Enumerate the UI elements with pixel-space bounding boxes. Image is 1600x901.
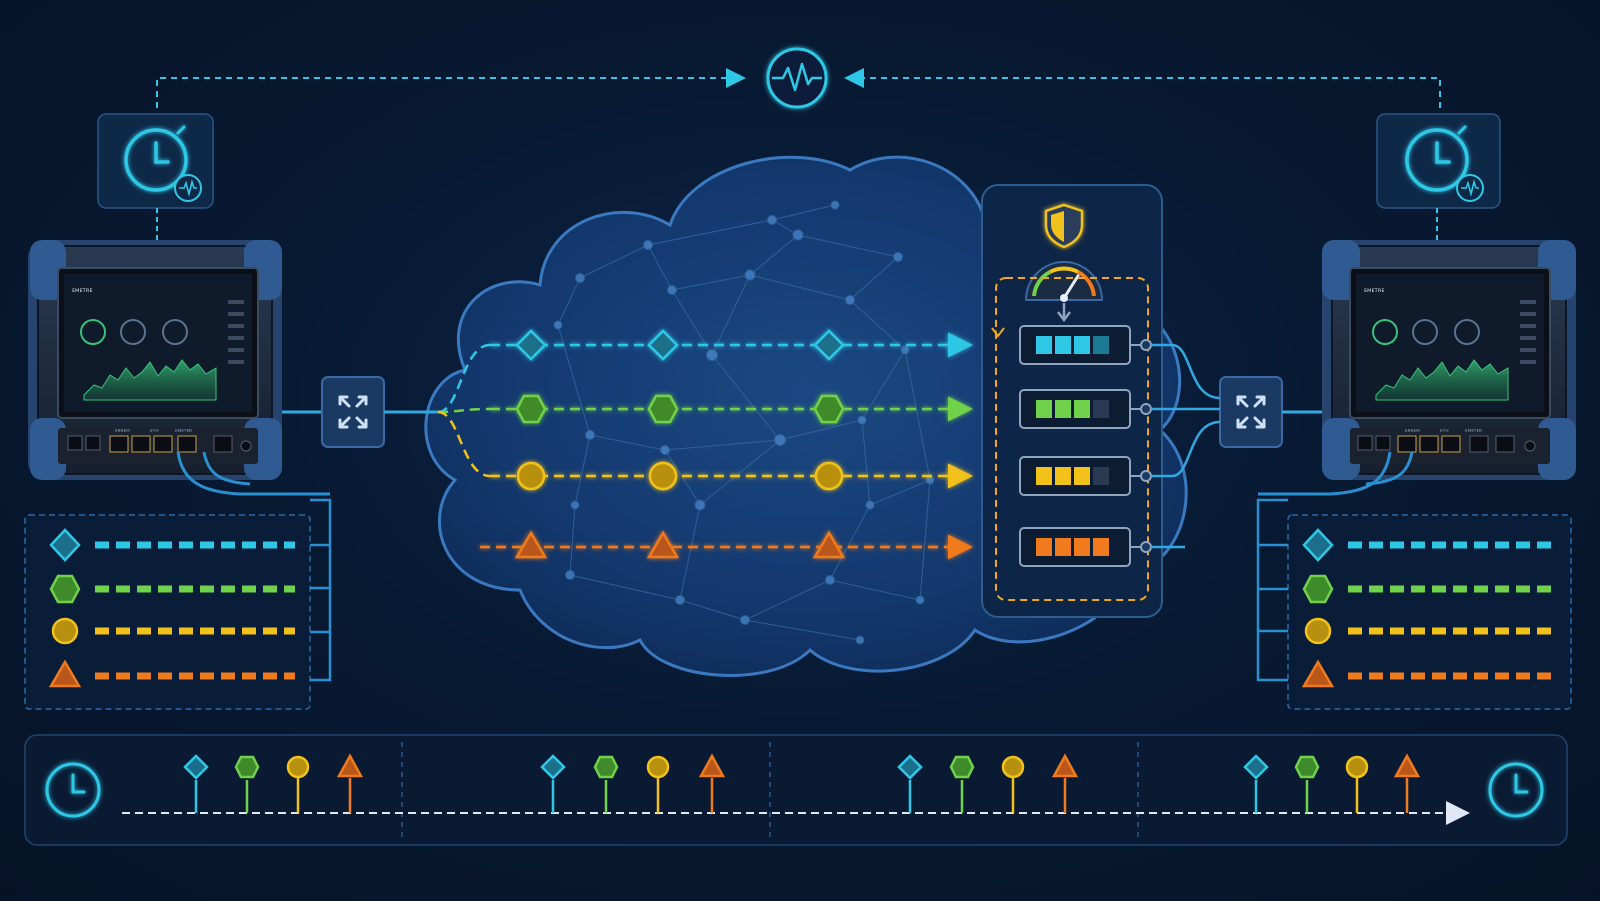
marker-circle	[1345, 755, 1369, 779]
device-screen-title: ᴇᴍᴇᴛʀᴇ	[1364, 287, 1385, 294]
marker-circle	[646, 755, 670, 779]
queue-green	[1019, 389, 1131, 429]
device-screen-title: ᴇᴍᴇᴛʀᴇ	[72, 287, 93, 294]
marker-hexagon	[593, 755, 619, 779]
legend-diamond	[1302, 528, 1334, 562]
packet-diamond	[647, 329, 679, 361]
marker-triangle	[1393, 753, 1421, 778]
marker-triangle	[698, 753, 726, 778]
packet-circle	[516, 461, 546, 491]
flow-fanout-left	[437, 343, 491, 478]
marker-hexagon	[949, 755, 975, 779]
legend-hexagon	[1302, 574, 1334, 604]
test-device-right[interactable]: ᴇᴍᴇᴛʀᴇ ᴇʀʀᴇᴍ ᴇᴛʜ ᴇᴍᴇᴛᴇʀ	[1258, 240, 1576, 496]
ethernet-ports	[67, 435, 252, 453]
marker-triangle	[1051, 753, 1079, 778]
test-device-left[interactable]: ᴇᴍᴇᴛʀᴇ ᴇʀʀᴇᴍ ᴇᴛʜ ᴇᴍᴇᴛᴇʀ	[28, 240, 330, 496]
switch-icon[interactable]	[1219, 376, 1283, 448]
port-label-3: ᴇᴍᴇᴛᴇʀ	[1465, 428, 1482, 434]
legend-triangle	[1301, 659, 1335, 688]
ethernet-ports	[1357, 435, 1536, 453]
packet-circle	[814, 461, 844, 491]
flow-legend-right	[1256, 498, 1572, 710]
clock-icon	[1488, 762, 1544, 818]
packet-triangle	[812, 530, 846, 559]
flow-merge-right	[1151, 343, 1221, 549]
packet-triangle	[514, 530, 548, 559]
patch-cable	[176, 451, 330, 496]
legend-hexagon	[49, 574, 81, 604]
clock-icon	[1405, 125, 1469, 192]
queue-yellow	[1019, 456, 1131, 496]
packet-hexagon	[515, 394, 547, 424]
marker-diamond	[540, 754, 566, 780]
marker-diamond	[897, 754, 923, 780]
port-label-2: ᴇᴛʜ	[1440, 428, 1449, 434]
flow-packets	[514, 329, 846, 559]
pulse-icon	[174, 174, 202, 202]
timeline-markers	[183, 753, 1421, 813]
legend-circle	[1304, 617, 1332, 645]
sync-link	[156, 68, 1441, 108]
marker-circle	[1001, 755, 1025, 779]
pulse-icon[interactable]	[766, 47, 828, 109]
legend-circle	[51, 617, 79, 645]
packet-triangle	[646, 530, 680, 559]
legend-triangle	[48, 659, 82, 688]
port-label-3: ᴇᴍᴇᴛᴇʀ	[175, 428, 192, 434]
flow-lines	[480, 332, 973, 560]
flow-legend-left	[24, 498, 332, 710]
qos-scheduler-panel	[981, 184, 1163, 618]
switch-icon[interactable]	[321, 376, 385, 448]
marker-diamond	[183, 754, 209, 780]
marker-hexagon	[234, 755, 260, 779]
queue-orange	[1019, 527, 1131, 567]
clock-icon	[124, 125, 188, 192]
marker-circle	[286, 755, 310, 779]
packet-diamond	[813, 329, 845, 361]
marker-hexagon	[1294, 755, 1320, 779]
mesh-network	[553, 200, 935, 645]
shield-icon	[1044, 203, 1084, 249]
port-label-1: ᴇʀʀᴇᴍ	[115, 428, 130, 434]
port-label-2: ᴇᴛʜ	[150, 428, 159, 434]
pulse-icon	[1456, 174, 1484, 202]
clock-box-right	[1376, 113, 1501, 209]
marker-triangle	[336, 753, 364, 778]
timeline-panel	[24, 734, 1568, 846]
packet-diamond	[515, 329, 547, 361]
legend-diamond	[49, 528, 81, 562]
marker-diamond	[1243, 754, 1269, 780]
clock-box-left	[97, 113, 214, 209]
clock-icon	[45, 762, 101, 818]
queue-cyan	[1019, 325, 1131, 365]
gauge-icon	[1024, 261, 1104, 302]
packet-hexagon	[647, 394, 679, 424]
packet-circle	[648, 461, 678, 491]
packet-hexagon	[813, 394, 845, 424]
port-label-1: ᴇʀʀᴇᴍ	[1405, 428, 1420, 434]
